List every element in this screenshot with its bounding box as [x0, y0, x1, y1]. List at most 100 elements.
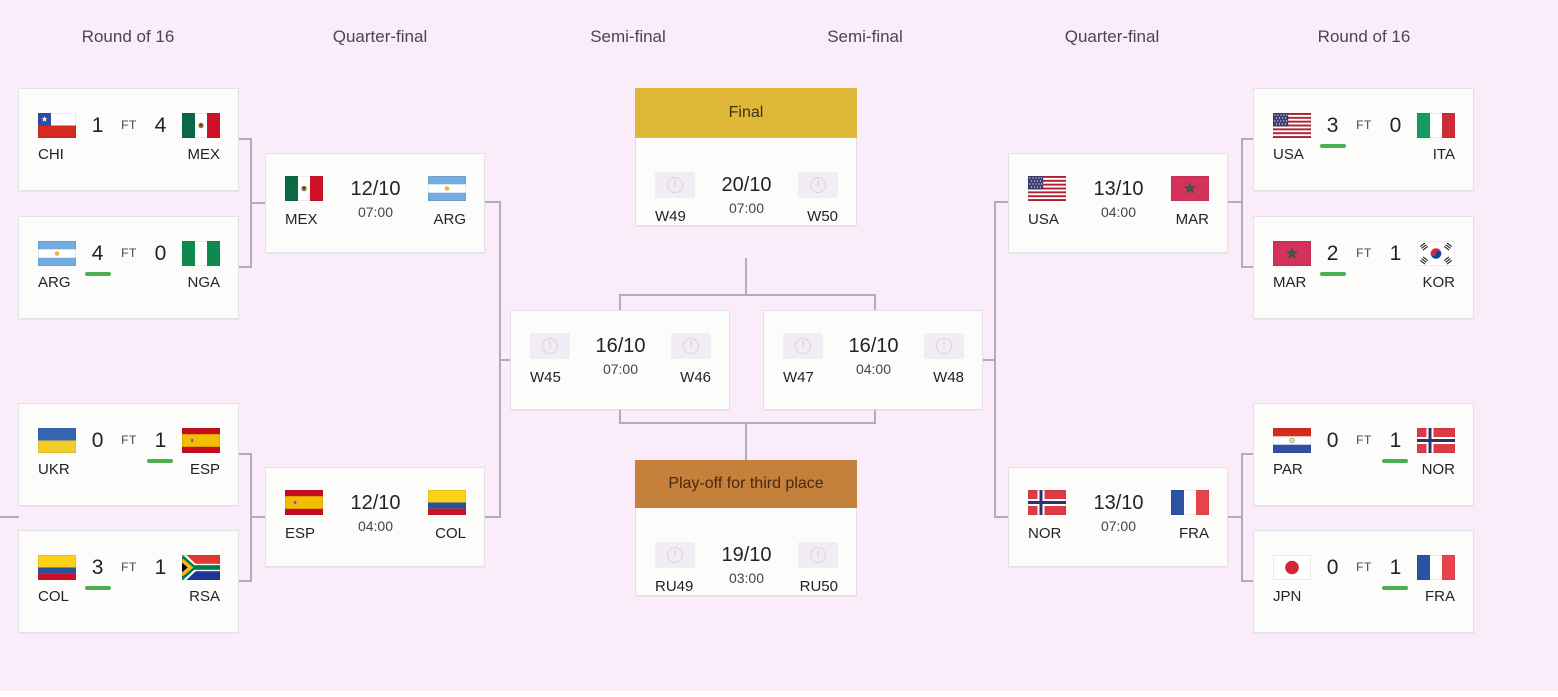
match-card-r16-3[interactable]: 0 FT 1 UKR ESP — [18, 403, 239, 506]
connector-line — [250, 516, 266, 518]
final-banner: Final — [635, 88, 857, 138]
match-card-qf-1[interactable]: MEX 12/10 07:00 ARG — [265, 153, 485, 253]
flag-placeholder-icon: ! — [671, 333, 711, 359]
usa-flag-icon — [1273, 113, 1311, 138]
connector-line — [874, 410, 876, 424]
final-time: 07:00 — [728, 200, 765, 216]
match-card-r16-5[interactable]: 3 FT 0 USA ITA — [1253, 88, 1474, 191]
connector-line — [1241, 138, 1243, 268]
away-team-code: W46 — [680, 369, 711, 386]
away-score: 4 — [154, 114, 167, 137]
exclamation-icon: ! — [667, 547, 683, 563]
connector-line — [1241, 138, 1254, 140]
match-time: 04:00 — [1100, 204, 1137, 220]
home-score: 2 — [1311, 241, 1354, 276]
match-card-r16-8[interactable]: 0 FT 1 JPN FRA — [1253, 530, 1474, 633]
bottom-bar — [0, 691, 1558, 697]
match-date: 13/10 — [1093, 178, 1144, 200]
flag-placeholder-icon: ! — [798, 172, 838, 198]
column-header-semi-final-left: Semi-final — [590, 27, 666, 46]
match-card-r16-4[interactable]: 3 FT 1 COL RSA — [18, 530, 239, 633]
home-score: 3 — [76, 555, 119, 590]
match-status: FT — [1356, 560, 1372, 574]
connector-line — [1241, 453, 1254, 455]
column-header-quarter-final-right: Quarter-final — [1064, 27, 1160, 46]
match-card-qf-2[interactable]: ESP 12/10 04:00 COL — [265, 467, 485, 567]
home-team-code: COL — [38, 588, 69, 605]
usa-flag-icon — [1028, 176, 1066, 201]
nga-flag-icon — [182, 241, 221, 266]
match-card-r16-1[interactable]: 1 FT 4 CHI MEX — [18, 88, 239, 191]
connector-line — [994, 201, 996, 518]
connector-line — [250, 202, 266, 204]
connector-line — [485, 516, 500, 518]
match-status: FT — [121, 118, 137, 132]
mar-flag-icon — [1171, 176, 1209, 201]
away-team-code: NOR — [1421, 461, 1455, 478]
home-team-code: JPN — [1273, 588, 1302, 605]
away-team-code: FRA — [1425, 588, 1455, 605]
match-time: 04:00 — [357, 518, 394, 534]
connector-line — [994, 516, 1009, 518]
connector-line — [619, 294, 876, 296]
flag-placeholder-icon: ! — [924, 333, 964, 359]
nor-flag-icon — [1028, 490, 1066, 515]
ita-flag-icon — [1417, 113, 1456, 138]
match-card-sf-2[interactable]: ! W47 16/10 04:00 ! W48 — [763, 310, 983, 410]
col-flag-icon — [428, 490, 466, 515]
winner-underline — [84, 272, 111, 276]
match-card-qf-4[interactable]: NOR 13/10 07:00 FRA — [1008, 467, 1228, 567]
connector-line — [1228, 201, 1243, 203]
third-place-match-card[interactable]: Play-off for third place ! RU49 19/10 03… — [635, 460, 857, 596]
match-card-r16-6[interactable]: 2 FT 1 MAR KOR — [1253, 216, 1474, 319]
away-score: 1 — [154, 556, 167, 579]
column-header-semi-final-right: Semi-final — [827, 27, 903, 46]
fra-flag-icon — [1171, 490, 1209, 515]
winner-underline — [1382, 586, 1409, 590]
connector-line — [485, 201, 500, 203]
connector-line — [994, 201, 1009, 203]
match-status: FT — [1356, 433, 1372, 447]
third-place-date: 19/10 — [721, 544, 772, 566]
ukr-flag-icon — [38, 428, 76, 453]
away-team-code: COL — [435, 525, 466, 542]
connector-line — [619, 422, 876, 424]
arg-flag-icon — [38, 241, 76, 266]
match-card-qf-3[interactable]: USA 13/10 04:00 MAR — [1008, 153, 1228, 253]
home-team-code: USA — [1273, 146, 1304, 163]
home-team-code: MEX — [285, 211, 318, 228]
away-team-code: FRA — [1179, 525, 1209, 542]
final-match-card[interactable]: Final ! W49 20/10 07:00 ! W50 — [635, 88, 857, 226]
match-time: 04:00 — [855, 361, 892, 377]
away-team-code: ESP — [189, 461, 220, 478]
connector-line — [619, 295, 621, 311]
third-place-time: 03:00 — [728, 570, 765, 586]
exclamation-icon: ! — [810, 177, 826, 193]
arg-flag-icon — [428, 176, 466, 201]
match-card-r16-7[interactable]: 0 FT 1 PAR NOR — [1253, 403, 1474, 506]
mex-flag-icon — [182, 113, 221, 138]
home-team-code: CHI — [38, 146, 64, 163]
flag-placeholder-icon: ! — [783, 333, 823, 359]
flag-placeholder-icon: ! — [655, 542, 695, 568]
match-card-sf-1[interactable]: ! W45 16/10 07:00 ! W46 — [510, 310, 730, 410]
third-place-home-code: RU49 — [655, 578, 694, 595]
home-score: 1 — [91, 114, 104, 137]
match-time: 07:00 — [357, 204, 394, 220]
away-team-code: MAR — [1175, 211, 1209, 228]
home-team-code: ARG — [38, 274, 71, 291]
match-status: FT — [121, 560, 137, 574]
match-card-r16-2[interactable]: 4 FT 0 ARG NGA — [18, 216, 239, 319]
rsa-flag-icon — [182, 555, 221, 580]
flag-placeholder-icon: ! — [798, 542, 838, 568]
chi-flag-icon — [38, 113, 76, 138]
match-time: 07:00 — [1100, 518, 1137, 534]
jpn-flag-icon — [1273, 555, 1311, 580]
away-score: 0 — [1389, 114, 1402, 137]
exclamation-icon: ! — [683, 338, 699, 354]
flag-placeholder-icon: ! — [530, 333, 570, 359]
away-score: 1 — [1389, 242, 1402, 265]
kor-flag-icon — [1417, 241, 1456, 266]
home-score: 4 — [76, 241, 119, 276]
